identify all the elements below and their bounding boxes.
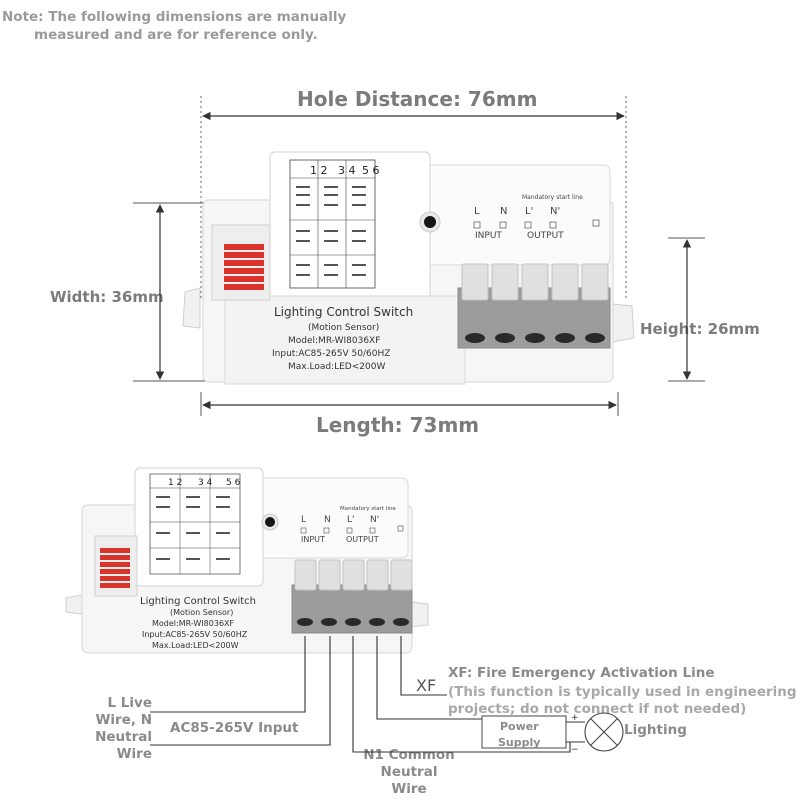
plus-sign: +	[571, 713, 579, 723]
hole-distance-label: Hole Distance: 76mm	[297, 87, 538, 111]
svg-text:INPUT: INPUT	[301, 535, 325, 544]
reference-note: Note: The following dimensions are manua…	[2, 8, 362, 44]
wire-l	[150, 636, 306, 713]
svg-text:3 4: 3 4	[198, 478, 213, 488]
lighting-lamp-icon	[584, 712, 624, 752]
minus-sign: −	[571, 745, 579, 755]
terminal-block-top	[457, 263, 611, 349]
width-label: Width: 36mm	[50, 288, 164, 306]
device-input: Input:AC85-265V 50/60HZ	[272, 349, 390, 359]
power-supply-label-1: Power	[500, 720, 539, 733]
device-title: Lighting Control Switch	[274, 305, 413, 319]
terminal-n-label: N	[500, 206, 507, 217]
top-device: 1 2 3 4 5 6 L N L' N' INPUT OUTPUT Mand	[133, 96, 705, 416]
note-line-1: Note: The following dimensions are manua…	[2, 9, 347, 25]
input-group-label: INPUT	[475, 231, 502, 241]
power-supply-label-2: Supply	[498, 736, 540, 749]
settings-col-1: 1 2	[310, 164, 328, 177]
wire-n1	[352, 636, 571, 753]
output-group-label: OUTPUT	[527, 231, 564, 241]
xf-symbol: XF	[416, 676, 437, 695]
terminal-n-prime-label: N'	[550, 206, 560, 217]
xf-title: XF: Fire Emergency Activation Line	[448, 665, 715, 681]
dip-switch-bottom	[100, 548, 130, 588]
l-live-neutral-label: L Live Wire, N Neutral Wire	[95, 695, 152, 762]
svg-text:5 6: 5 6	[226, 478, 241, 488]
settings-table-bottom: 1 2 3 4 5 6	[149, 473, 241, 575]
settings-table-top: 1 2 3 4 5 6	[289, 159, 380, 289]
svg-text:Max.Load:LED<200W: Max.Load:LED<200W	[152, 641, 239, 650]
svg-text:OUTPUT: OUTPUT	[346, 535, 379, 544]
wire-xf	[400, 636, 447, 696]
sensor-led-bottom	[265, 517, 275, 527]
svg-text:L: L	[301, 515, 306, 525]
terminal-l-prime-label: L'	[525, 206, 533, 217]
settings-col-2: 3 4	[338, 164, 356, 177]
svg-text:N': N'	[370, 515, 379, 525]
sensor-led-top	[424, 216, 436, 228]
terminal-l-label: L	[474, 206, 480, 217]
device-subtitle: (Motion Sensor)	[308, 323, 379, 333]
svg-text:Model:MR-WI8036XF: Model:MR-WI8036XF	[152, 619, 235, 628]
wiring-diagram	[150, 636, 624, 753]
svg-text:L': L'	[347, 515, 355, 525]
svg-text:N: N	[324, 515, 331, 525]
settings-col-3: 5 6	[362, 164, 380, 177]
power-supply-box	[481, 715, 567, 749]
svg-text:Mandatory start line: Mandatory start line	[340, 506, 396, 512]
note-line-2: measured and are for reference only.	[34, 27, 318, 43]
svg-text:(Motion Sensor): (Motion Sensor)	[170, 608, 233, 617]
ac-input-label: AC85-265V Input	[170, 720, 299, 736]
wire-n	[150, 636, 331, 746]
svg-text:1 2: 1 2	[168, 478, 182, 488]
device-model: Model:MR-WI8036XF	[288, 336, 380, 346]
bottom-device: 1 2 3 4 5 6 L N L' N' INPUT OUTPUT Manda…	[65, 467, 429, 654]
n1-neutral-label: N1 Common Neutral Wire	[363, 747, 455, 797]
length-label: Length: 73mm	[316, 413, 480, 437]
xf-note: (This function is typically used in engi…	[448, 684, 797, 717]
dip-switch-top	[224, 244, 264, 290]
svg-text:Input:AC85-265V 50/60HZ: Input:AC85-265V 50/60HZ	[142, 630, 248, 639]
device-max-load: Max.Load:LED<200W	[288, 362, 385, 372]
mandatory-label: Mandatory start line	[522, 194, 583, 201]
svg-text:Lighting Control Switch: Lighting Control Switch	[140, 596, 256, 607]
height-label: Height: 26mm	[640, 320, 760, 338]
wire-l-prime	[376, 636, 482, 720]
terminal-block-bottom	[291, 559, 413, 634]
lighting-label: Lighting	[624, 722, 687, 738]
